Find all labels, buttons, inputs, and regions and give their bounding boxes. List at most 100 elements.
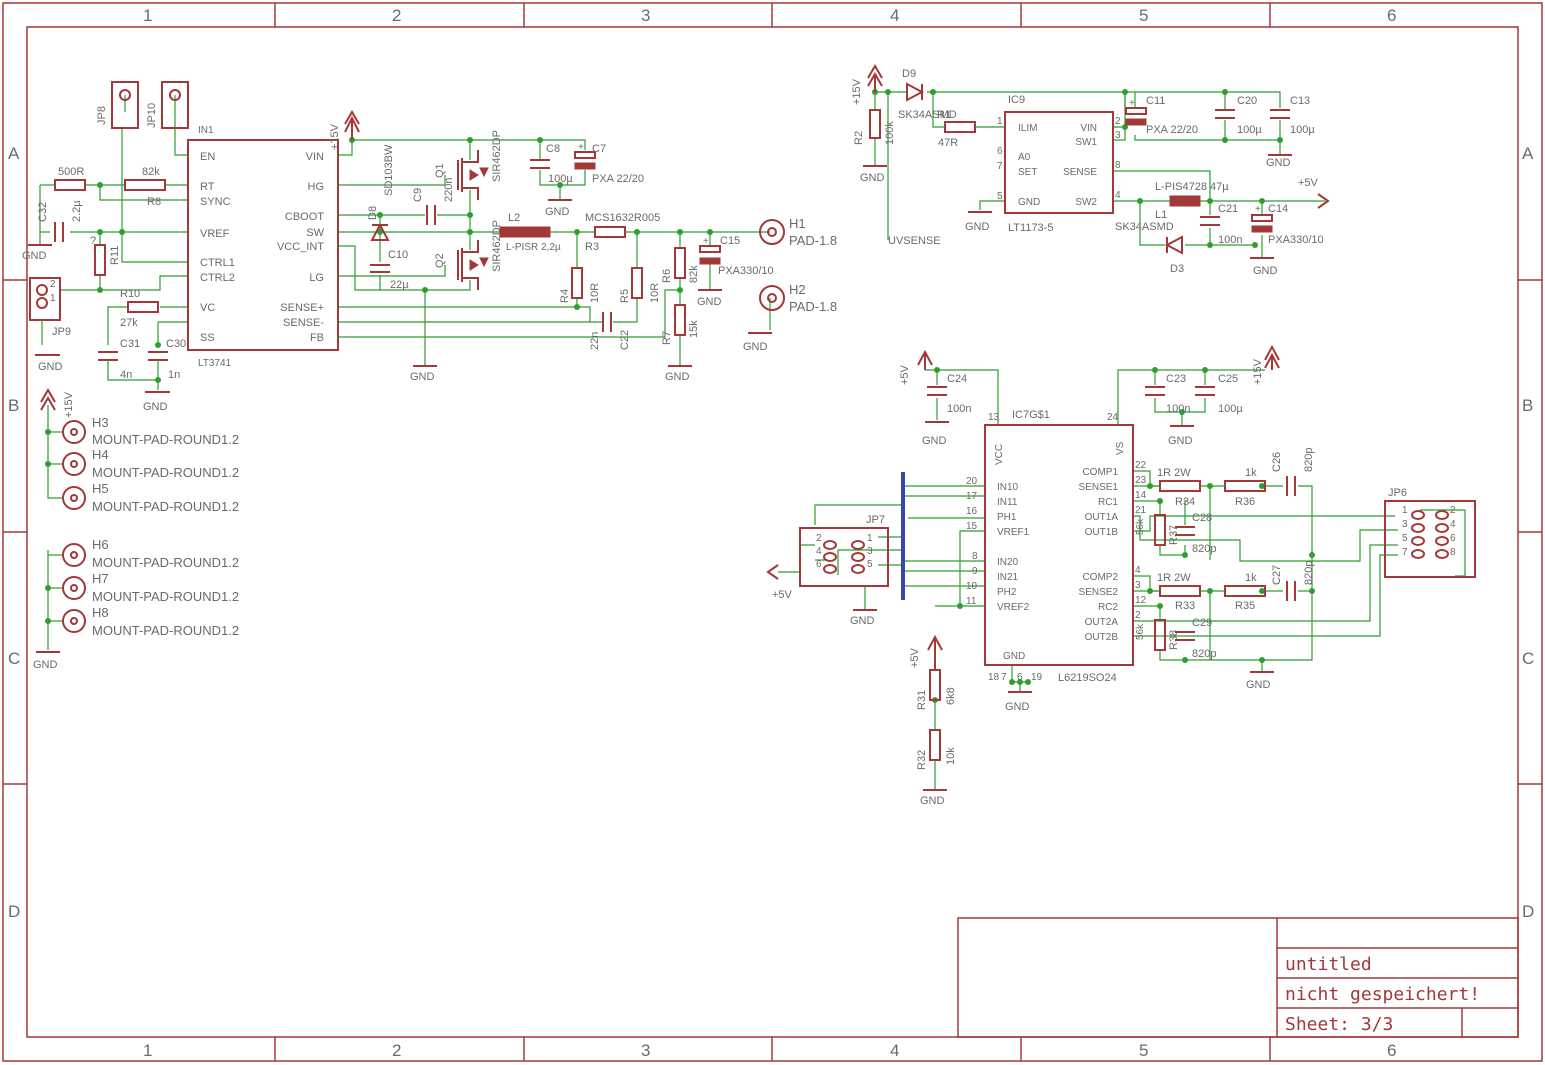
jp6-pin-1: 1 [1402,505,1408,516]
jp6-connector: 1 3 5 7 2 4 6 8 JP6 [1384,487,1476,578]
l6219-pin-rc2: RC2 [1098,602,1118,613]
lt3741-pin-vin: VIN [306,151,324,163]
c9-label: C9 [412,188,424,202]
sheet-number: Sheet: 3/3 [1285,1014,1393,1035]
frame-row-labels: A B C D A B C D [8,144,1534,921]
lt1173-pin-sense: SENSE [1063,167,1097,178]
c22-label: C22 [619,330,631,350]
p5v-label-vcc: +5V [899,364,911,385]
resistor-r36 [1224,480,1266,492]
resistor-r4 [571,267,583,299]
col-label-5-bottom: 5 [1139,1041,1148,1060]
jp10-label: JP10 [146,103,158,128]
jp10-connector: JP10 [146,81,189,129]
lt1173-name: IC9 [1008,94,1025,106]
row-label-c-left: C [8,649,20,668]
capacitor-c27: C27 820p [1271,561,1315,601]
r6-label: R6 [661,269,673,283]
lt1173-num-6: 6 [997,146,1003,157]
capacitor-c24: C24 100n [927,373,971,415]
c11-plus: + [1129,98,1135,109]
l6219-pin-out1a: OUT1A [1085,512,1119,523]
r3-value: MCS1632R005 [585,212,660,224]
c32-value: 2.2µ [71,200,83,222]
capacitor-c22: 22n C22 [589,312,631,350]
h5-label: H5 [92,481,109,496]
capacitor-c7: + C7 PXA 22/20 [574,142,644,185]
jp9-pin-1: 1 [50,293,56,304]
lt1173-num-5: 5 [997,191,1003,202]
gnd-label-h2: GND [743,341,768,353]
inductor-l2 [499,226,551,238]
l2-value: L-PISR 2,2µ [506,242,561,253]
d3-value: SK34ASMD [1115,221,1174,233]
c20-value: 100µ [1237,124,1262,136]
p15v-label-lt3741: +15V [329,123,341,150]
c24-label: C24 [947,373,967,385]
gnd-label-lt3741: GND [410,371,435,383]
c29-value: 820p [1192,648,1216,660]
l6219-num-16: 16 [966,506,978,517]
gnd-label-r7: GND [665,371,690,383]
status-text: nicht gespeichert! [1285,984,1480,1005]
l6219-num-9: 9 [972,566,978,577]
l6219-num-19: 19 [1031,672,1043,683]
resistor-r38 [1154,619,1166,651]
gnd-label-jp7: GND [850,615,875,627]
jp7-pin-5: 5 [867,559,873,570]
diode-d8: D8 SD103BW [367,144,395,241]
lt3741-pin-sync: SYNC [200,196,231,208]
resistor-r3 [594,226,626,238]
c9-value: 220n [443,178,455,202]
lt3741-pin-vc: VC [200,302,215,314]
c21-label: C21 [1218,203,1238,215]
l6219-vcc-label: VCC [994,444,1005,465]
lt1173-pin-ilim: ILIM [1018,123,1037,134]
r34-label: R34 [1175,496,1195,508]
r2-label: R2 [853,131,865,145]
mount-pad-h8: H8 MOUNT-PAD-ROUND1.2 [62,605,239,638]
h6-label: H6 [92,537,109,552]
resistor-r8 [124,179,166,191]
c23-value: 100n [1166,403,1190,415]
l6219-num-24: 24 [1107,412,1119,423]
l6219-pin-out2a: OUT2A [1085,617,1119,628]
col-label-1-top: 1 [143,6,152,25]
q1-label: Q1 [434,163,446,178]
capacitor-c29: C29 820p [1175,617,1216,660]
c20-label: C20 [1237,95,1257,107]
jp9-label: JP9 [52,326,71,338]
row-label-b-left: B [8,396,19,415]
row-label-a-right: A [1522,144,1534,163]
c8-value: 100µ [548,173,573,185]
resistor-r1 [944,121,976,133]
r11-label: R11 [109,246,121,265]
capacitor-c13: C13 100µ [1270,95,1315,136]
l6219-vs-label: VS [1115,441,1126,455]
lt3741-junctions [97,137,713,348]
r32-label: R32 [916,750,928,770]
jp7-pin-6: 6 [816,559,822,570]
col-label-1-bottom: 1 [143,1041,152,1060]
capacitor-c9: C9 220n [412,178,455,225]
c11-value: PXA 22/20 [1146,124,1198,136]
r31-label: R31 [916,690,928,710]
gnd-label-mount: GND [33,659,58,671]
lt1173-pin-gnd: GND [1018,197,1040,208]
r37-label: R37 [1168,525,1180,545]
l6219-num-18: 18 [988,672,1000,683]
c31-label: C31 [120,338,140,350]
r8-value: 82k [142,166,160,178]
l6219-pin-sense2: SENSE2 [1079,587,1119,598]
lt1173-num-4: 4 [1115,190,1121,201]
h6-value: MOUNT-PAD-ROUND1.2 [92,555,239,570]
l6219-pin-out2b: OUT2B [1085,632,1119,643]
c24-value: 100n [947,403,971,415]
jp6-pin-8: 8 [1450,547,1456,558]
capacitor-c10: C10 22µ [370,249,409,291]
capacitor-c30: C30 1n [148,338,186,381]
l6219-pin-sense1: SENSE1 [1079,482,1119,493]
r10-value: 27k [120,317,138,329]
col-label-4-top: 4 [890,6,899,25]
col-label-3-top: 3 [641,6,650,25]
